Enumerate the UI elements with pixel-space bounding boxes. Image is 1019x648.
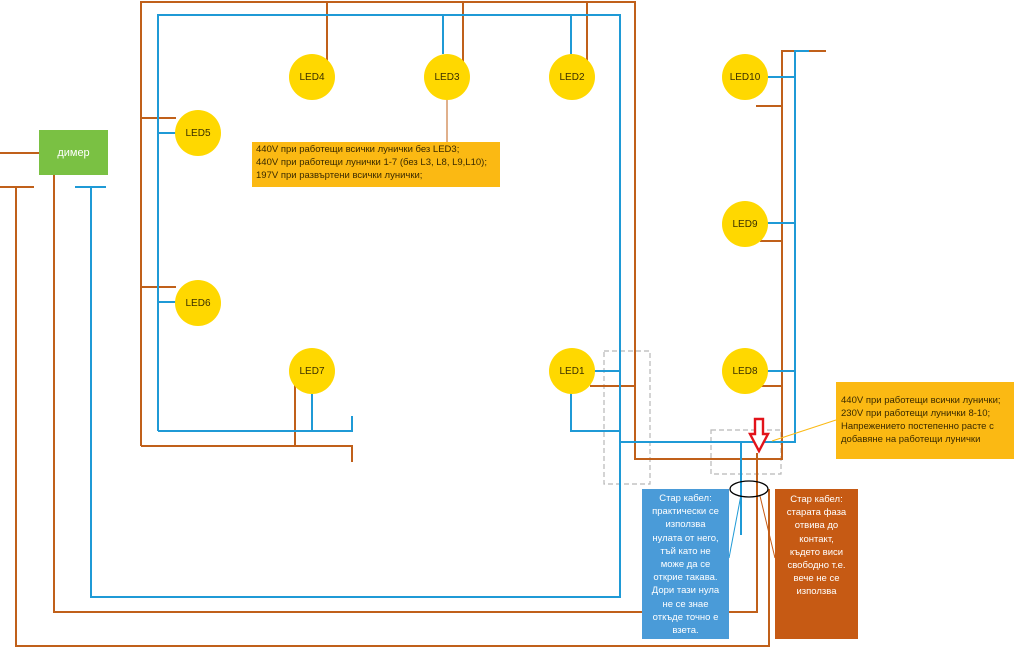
highlight-box-led1 — [603, 350, 651, 485]
led9-lamp: LED9 — [722, 201, 768, 247]
led-label: LED10 — [729, 71, 761, 83]
phase-wires — [0, 1, 826, 647]
led2-lamp: LED2 — [549, 54, 595, 100]
voltage-note-right: 440V при работещи всички лунички; 230V п… — [836, 382, 1014, 459]
led-label: LED8 — [732, 365, 758, 377]
leader-lines — [446, 99, 837, 559]
led1-lamp: LED1 — [549, 348, 595, 394]
led10-lamp: LED10 — [722, 54, 768, 100]
dimmer-box: димер — [39, 130, 108, 175]
led-label: LED5 — [185, 127, 211, 139]
red-arrow-icon — [748, 417, 770, 454]
led-label: LED2 — [559, 71, 585, 83]
led-label: LED7 — [299, 365, 325, 377]
led6-lamp: LED6 — [175, 280, 221, 326]
led5-lamp: LED5 — [175, 110, 221, 156]
old-cable-phase-note: Стар кабел: старата фаза отвива до конта… — [775, 489, 858, 639]
led-label: LED1 — [559, 365, 585, 377]
led4-lamp: LED4 — [289, 54, 335, 100]
led-label: LED6 — [185, 297, 211, 309]
led-label: LED3 — [434, 71, 460, 83]
led-label: LED4 — [299, 71, 325, 83]
old-cable-neutral-note: Стар кабел: практически се използва нула… — [642, 489, 729, 639]
led8-lamp: LED8 — [722, 348, 768, 394]
led-label: LED9 — [732, 218, 758, 230]
dimmer-label: димер — [57, 146, 90, 159]
voltage-note-top: 440V при работещи всички лунички без LED… — [252, 142, 500, 187]
cable-ring — [729, 480, 769, 498]
led7-lamp: LED7 — [289, 348, 335, 394]
highlight-box-junction — [710, 429, 782, 475]
neutral-wires — [75, 14, 809, 598]
led3-lamp: LED3 — [424, 54, 470, 100]
